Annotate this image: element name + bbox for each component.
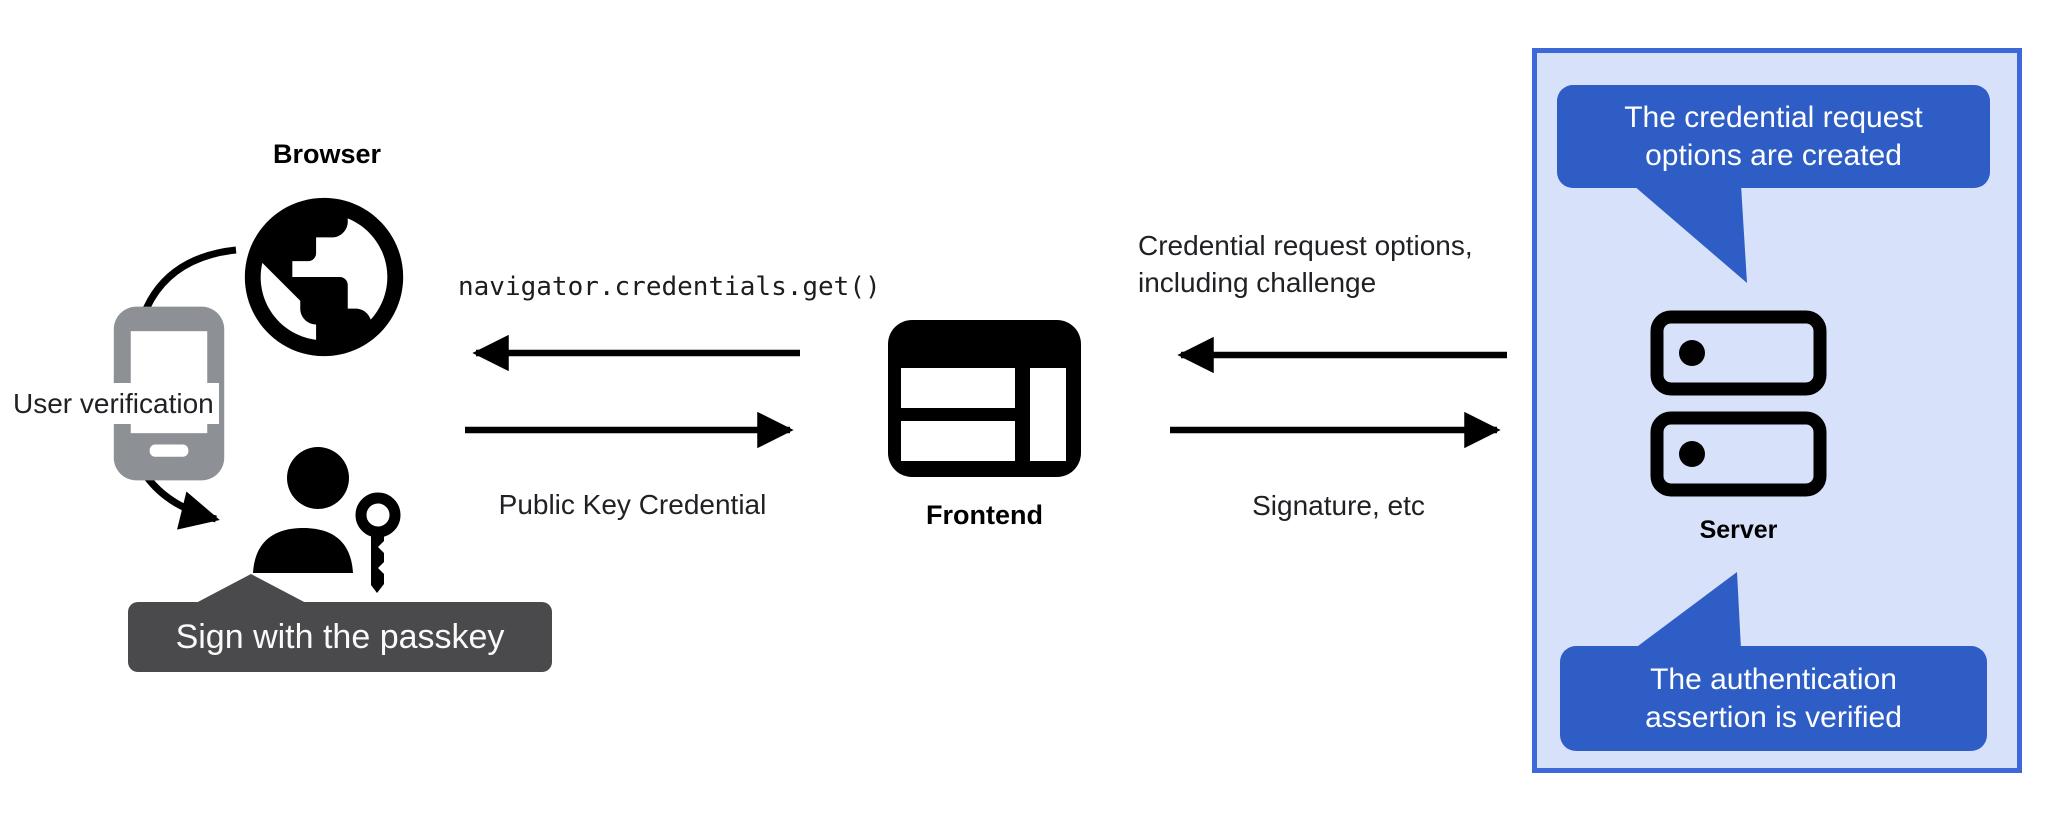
bubble-top-line1: The credential request (1624, 100, 1923, 134)
server-stack-icon (1650, 310, 1827, 497)
frontend-label: Frontend (926, 500, 1043, 530)
credential-request-options-label: Credential request options, including ch… (1138, 227, 1473, 301)
user-verification-label: User verification (8, 383, 219, 424)
browser-label: Browser (272, 139, 382, 169)
credential-request-options-line1: Credential request options, (1138, 230, 1473, 261)
assertion-verified-bubble: The authentication assertion is verified (1560, 646, 1987, 751)
navigator-credentials-get-label: navigator.credentials.get() (458, 272, 881, 302)
person-with-key-icon (250, 445, 410, 595)
globe-icon (229, 182, 419, 372)
bubble-bottom-line2: assertion is verified (1645, 700, 1902, 734)
signature-etc-label: Signature, etc (1252, 490, 1425, 521)
browser-window-icon (888, 320, 1081, 477)
credential-request-options-line2: including challenge (1138, 267, 1377, 298)
server-label: Server (1699, 516, 1778, 544)
tooltip-text: Sign with the passkey (175, 617, 505, 656)
bubble-top-line2: options are created (1645, 138, 1902, 172)
sign-with-passkey-tooltip: Sign with the passkey (128, 602, 552, 672)
public-key-credential-label: Public Key Credential (498, 489, 767, 520)
bubble-bottom-line1: The authentication (1650, 662, 1897, 696)
credential-options-created-bubble: The credential request options are creat… (1557, 85, 1990, 188)
